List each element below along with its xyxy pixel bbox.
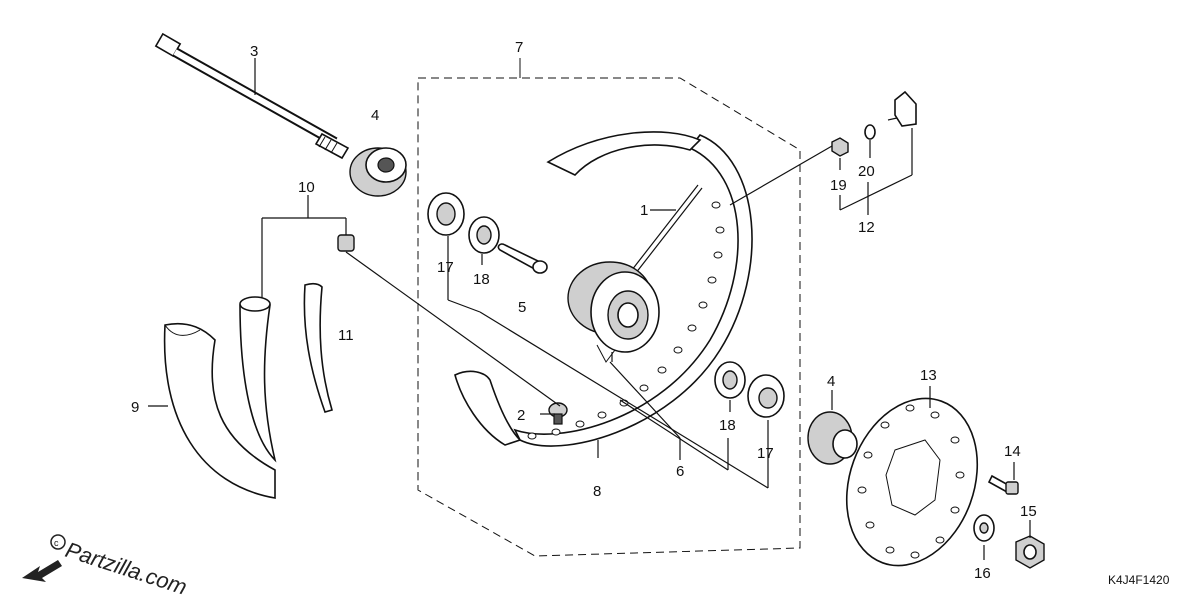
axle-part-3[interactable] — [154, 32, 350, 160]
collar-part-4-right[interactable] — [807, 411, 858, 465]
tube-part-10[interactable] — [239, 296, 277, 463]
nut-part-19[interactable] — [831, 137, 849, 157]
label-part-7: 7 — [515, 39, 523, 56]
dust-seal-part-17-left[interactable] — [427, 192, 465, 236]
label-part-9: 9 — [131, 399, 139, 416]
watermark-text: Partzilla.com — [62, 537, 189, 600]
rim-part-8[interactable] — [454, 131, 753, 447]
bearing-part-18-left[interactable] — [468, 216, 500, 254]
disc-holes — [857, 404, 965, 559]
leader-lines — [148, 58, 1031, 560]
label-part-12: 12 — [858, 219, 875, 236]
label-part-17-left: 17 — [437, 259, 454, 276]
dust-seal-part-17-right[interactable] — [747, 374, 785, 418]
washer-part-16[interactable] — [973, 514, 995, 542]
label-part-15: 15 — [1020, 503, 1037, 520]
diagram-code: K4J4F1420 — [1108, 573, 1170, 587]
label-part-5: 5 — [518, 299, 526, 316]
bearing-part-18-right[interactable] — [714, 361, 746, 399]
label-part-4-left: 4 — [371, 107, 379, 124]
label-part-16: 16 — [974, 565, 991, 582]
spoke-part-1[interactable] — [627, 184, 703, 279]
collar-part-4-left[interactable] — [349, 147, 407, 197]
label-part-1: 1 — [640, 202, 648, 219]
rim-band-part-11[interactable] — [303, 282, 333, 413]
watermark: c Partzilla.com — [22, 534, 190, 600]
bracket-part-12[interactable] — [887, 90, 917, 127]
washer-part-20[interactable] — [864, 124, 876, 140]
label-part-18-left: 18 — [473, 271, 490, 288]
label-part-11: 11 — [338, 327, 354, 344]
brake-disc-part-13[interactable] — [824, 380, 999, 584]
label-part-6: 6 — [676, 463, 684, 480]
label-part-19: 19 — [830, 177, 847, 194]
distance-collar-part-5[interactable] — [497, 243, 548, 274]
hub-part-6[interactable] — [567, 261, 660, 363]
label-part-13: 13 — [920, 367, 937, 384]
svg-text:c: c — [54, 538, 59, 548]
label-part-14: 14 — [1004, 443, 1021, 460]
wheel-assembly-box — [417, 58, 801, 557]
bolt-part-14[interactable] — [987, 474, 1019, 495]
valve-cap-part-10[interactable] — [337, 234, 355, 252]
arrow-left-icon — [22, 560, 62, 582]
label-part-3: 3 — [250, 43, 258, 60]
label-part-8: 8 — [593, 483, 601, 500]
copyright-icon: c — [50, 534, 66, 550]
label-part-18-right: 18 — [719, 417, 736, 434]
tire-part-9[interactable] — [163, 322, 276, 499]
label-part-10: 10 — [298, 179, 315, 196]
nut-part-15[interactable] — [1015, 535, 1045, 569]
label-part-20: 20 — [858, 163, 875, 180]
part-labels: 3 4 7 10 1 17 18 5 11 9 2 18 17 6 8 4 13… — [131, 39, 1037, 582]
label-part-4-right: 4 — [827, 373, 835, 390]
rim-spoke-holes — [527, 201, 725, 440]
label-part-2: 2 — [517, 407, 525, 424]
label-part-17-right: 17 — [757, 445, 774, 462]
